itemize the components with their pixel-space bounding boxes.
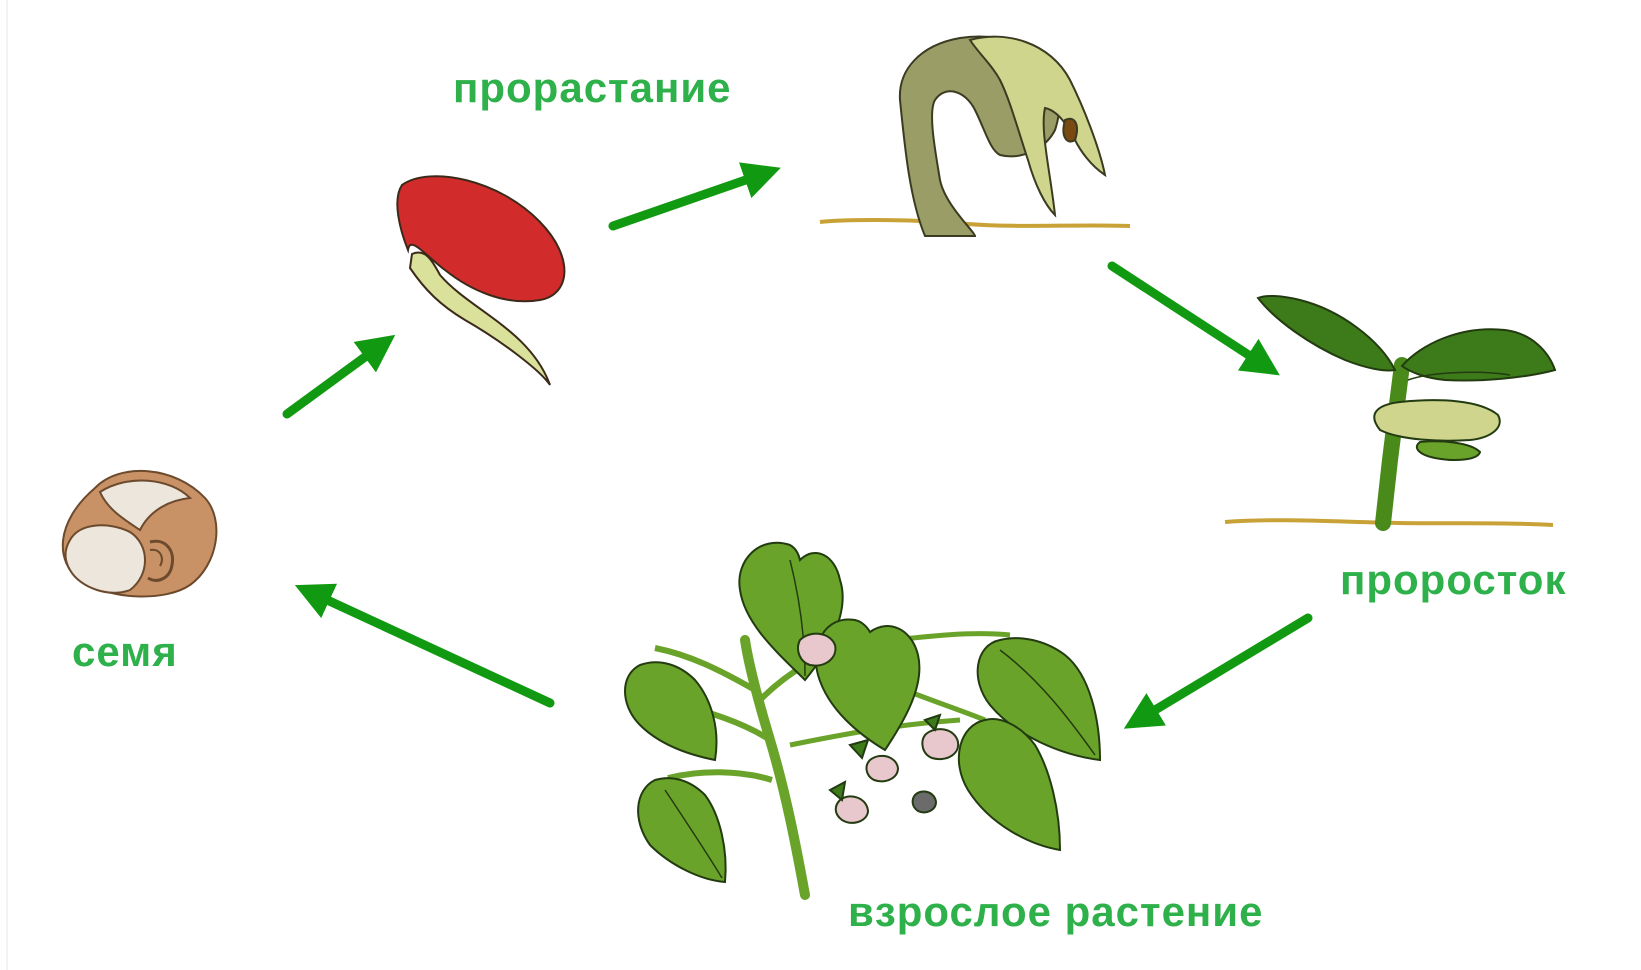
seedling-illustration <box>1225 296 1555 525</box>
germination-illustration <box>820 37 1130 236</box>
arrow-germination-to-seedling <box>1112 266 1264 365</box>
arrow-adult-to-seed <box>312 593 550 703</box>
arrow-germinating-to-germination <box>613 174 763 226</box>
arrow-seedling-to-adult <box>1140 618 1308 719</box>
label-adult-plant: взрослое растение <box>848 888 1263 936</box>
label-seed: семя <box>72 628 178 676</box>
adult-plant-illustration <box>625 543 1100 895</box>
germinating-seed-illustration <box>397 176 564 385</box>
seed-illustration <box>63 471 217 597</box>
label-germination: прорастание <box>453 64 732 112</box>
label-seedling: проросток <box>1340 556 1567 604</box>
arrow-seed-to-germinating <box>287 346 380 414</box>
